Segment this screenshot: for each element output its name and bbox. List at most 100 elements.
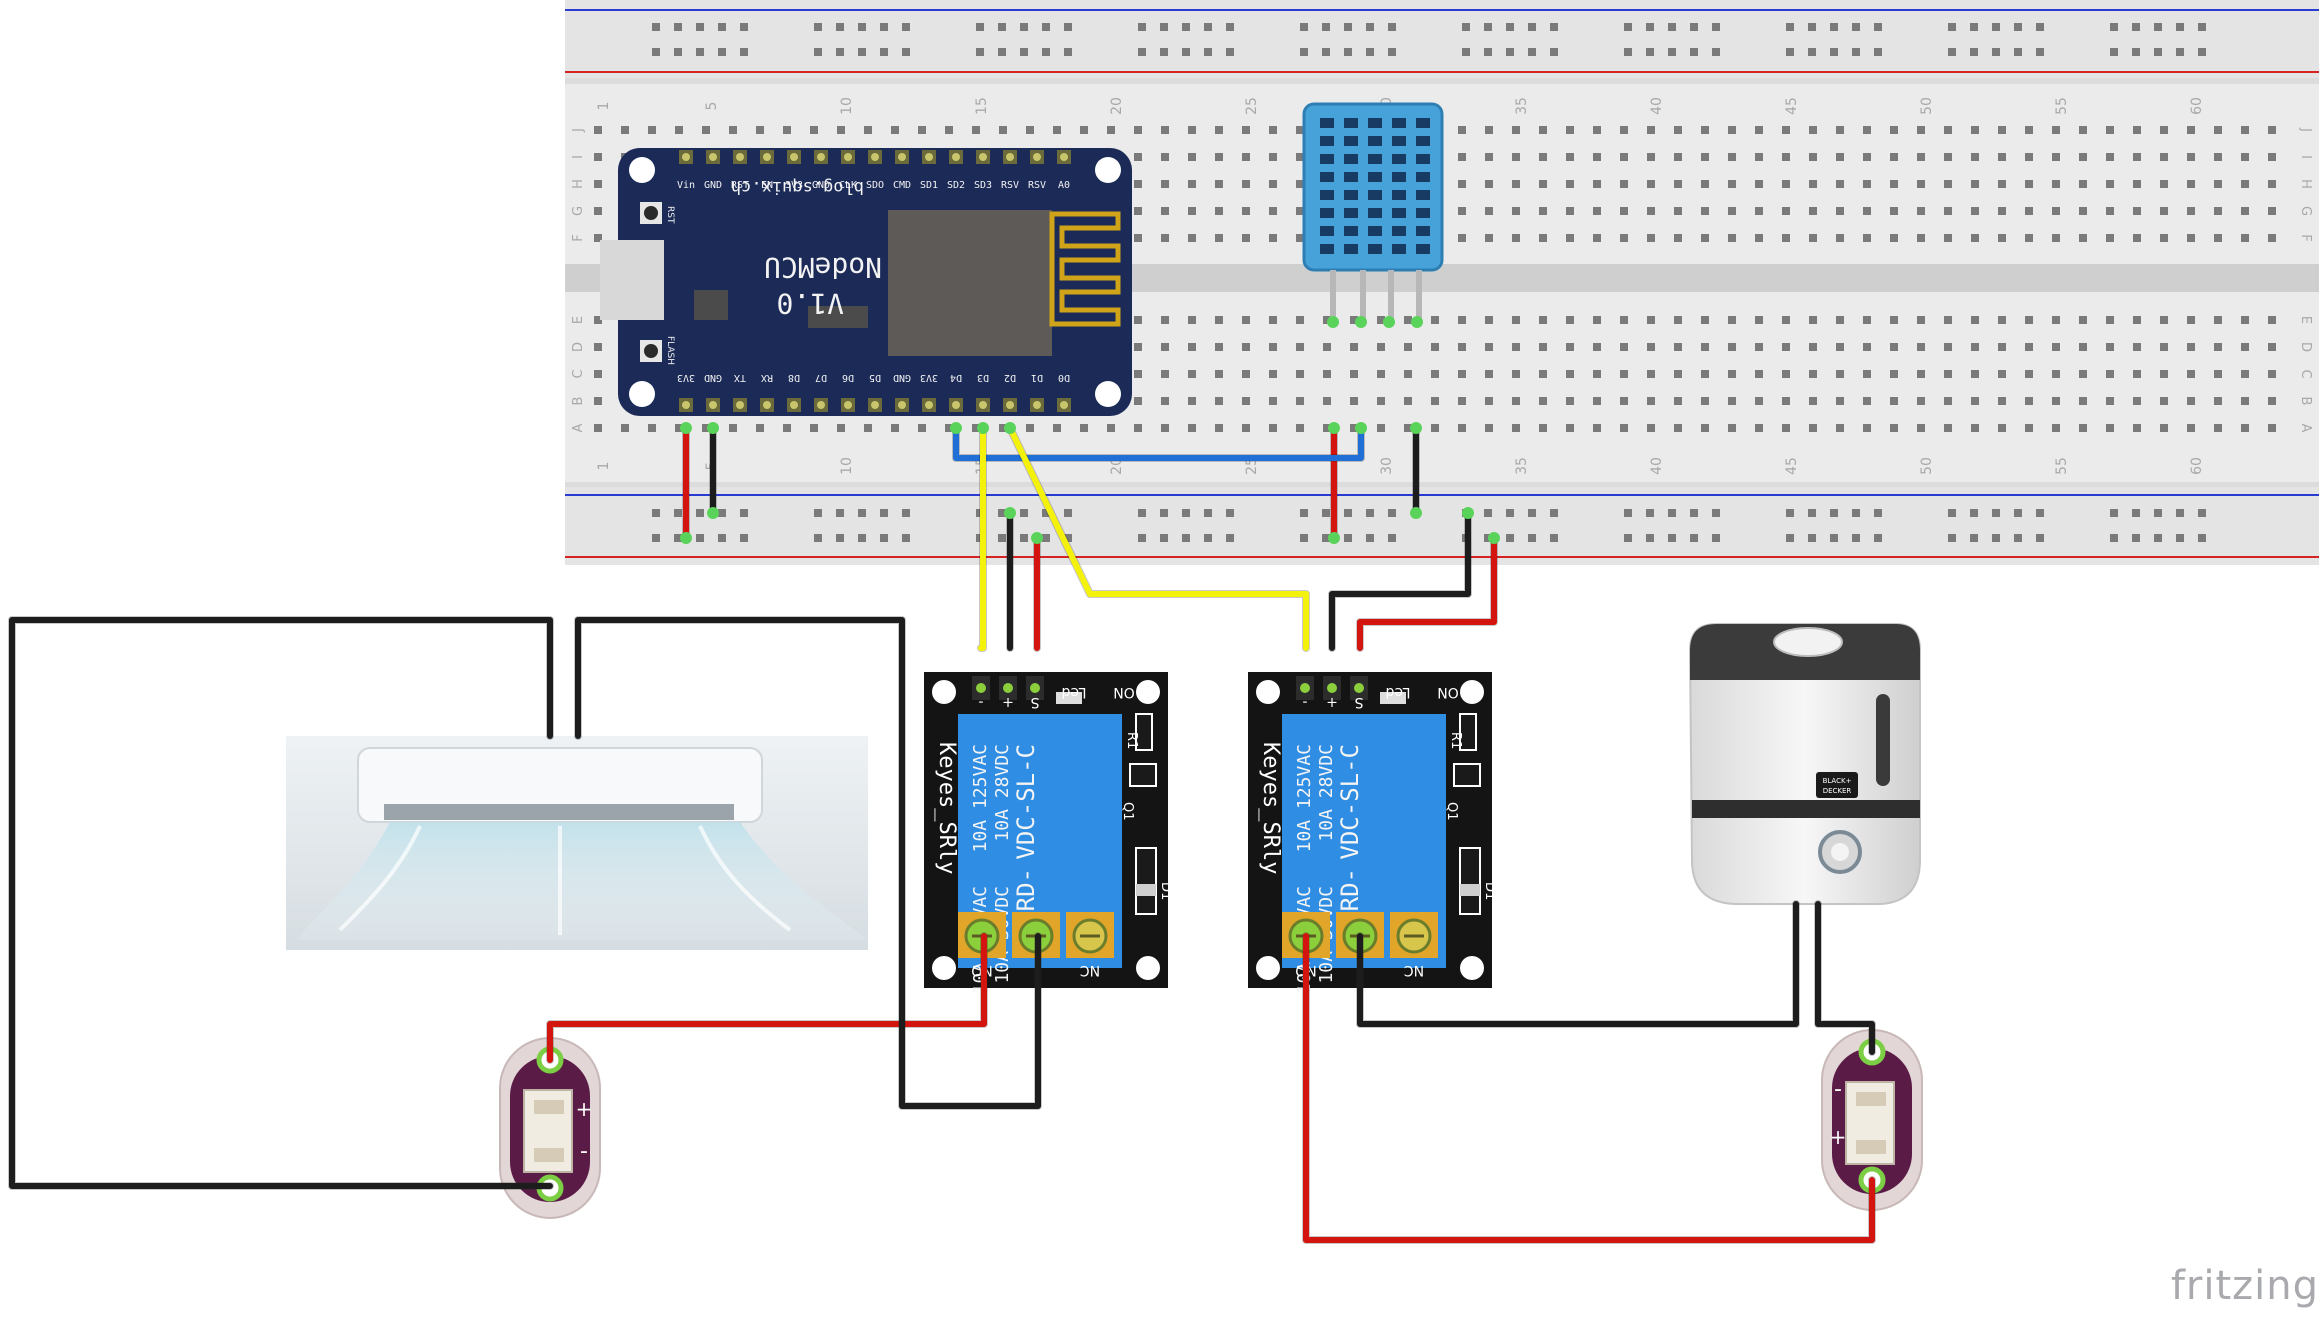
rail-hole bbox=[2132, 534, 2140, 542]
breadboard-hole bbox=[1674, 370, 1682, 378]
header-pin-dot bbox=[898, 401, 906, 409]
breadboard-hole bbox=[1863, 370, 1871, 378]
water-window bbox=[1876, 694, 1890, 786]
breadboard-hole bbox=[2187, 234, 2195, 242]
breadboard-hole bbox=[1458, 234, 1466, 242]
breadboard-hole bbox=[1998, 397, 2006, 405]
rail-hole bbox=[1344, 48, 1352, 56]
breadboard-hole bbox=[1971, 207, 1979, 215]
pin-label: Vin bbox=[677, 180, 695, 191]
rail-hole bbox=[1462, 23, 1470, 31]
breadboard-hole bbox=[1296, 424, 1304, 432]
breadboard-hole bbox=[2079, 316, 2087, 324]
rail-hole bbox=[1528, 509, 1536, 517]
breadboard-hole bbox=[1377, 370, 1385, 378]
breadboard-hole bbox=[1728, 343, 1736, 351]
breadboard-hole bbox=[1917, 397, 1925, 405]
mount-hole bbox=[629, 381, 655, 407]
rail-hole bbox=[1506, 509, 1514, 517]
breadboard-hole bbox=[1944, 424, 1952, 432]
pin-label: A0 bbox=[1058, 180, 1070, 191]
column-number: 15 bbox=[974, 97, 990, 115]
dht-vent bbox=[1344, 226, 1358, 236]
column-number: 50 bbox=[1919, 457, 1935, 475]
rail-hole bbox=[1064, 509, 1072, 517]
rail-hole bbox=[674, 23, 682, 31]
rail-hole bbox=[1322, 509, 1330, 517]
breadboard-hole bbox=[1215, 370, 1223, 378]
dht-vent bbox=[1368, 136, 1382, 146]
breadboard-hole bbox=[2106, 343, 2114, 351]
breadboard-hole bbox=[1674, 126, 1682, 134]
pin-label: RSV bbox=[1028, 180, 1046, 191]
rail-hole bbox=[1042, 23, 1050, 31]
breadboard-hole bbox=[2160, 316, 2168, 324]
breadboard-hole bbox=[1512, 370, 1520, 378]
breadboard-hole bbox=[2106, 126, 2114, 134]
breadboard-hole bbox=[1863, 316, 1871, 324]
breadboard-hole bbox=[2079, 207, 2087, 215]
column-number: 60 bbox=[2189, 97, 2205, 115]
breadboard-hole bbox=[2241, 343, 2249, 351]
breadboard-hole bbox=[1809, 316, 1817, 324]
rail-hole bbox=[2132, 509, 2140, 517]
rail-hole bbox=[1550, 23, 1558, 31]
led-label: Led bbox=[1385, 684, 1410, 700]
breadboard-hole bbox=[1755, 153, 1763, 161]
rail-hole bbox=[2110, 48, 2118, 56]
breadboard-hole bbox=[1269, 316, 1277, 324]
column-number: 25 bbox=[1244, 97, 1260, 115]
sensor-pin-dot bbox=[1355, 316, 1367, 328]
rail-hole bbox=[718, 509, 726, 517]
breadboard-hole bbox=[1782, 370, 1790, 378]
breadboard-hole bbox=[1890, 207, 1898, 215]
breadboard-hole bbox=[1809, 397, 1817, 405]
breadboard-hole bbox=[2241, 180, 2249, 188]
rail-hole bbox=[1970, 48, 1978, 56]
breadboard-hole bbox=[2106, 180, 2114, 188]
breadboard-hole bbox=[1755, 343, 1763, 351]
breadboard-hole bbox=[1728, 424, 1736, 432]
pin-label: 3V3 bbox=[920, 372, 938, 383]
breadboard-hole bbox=[1593, 153, 1601, 161]
breadboard-hole bbox=[1323, 316, 1331, 324]
dht-vent bbox=[1416, 226, 1430, 236]
column-number: 55 bbox=[2054, 97, 2070, 115]
breadboard-hole bbox=[1458, 153, 1466, 161]
relay-pin-dot bbox=[1030, 683, 1040, 693]
pin-label: RX bbox=[761, 372, 773, 383]
rail-hole bbox=[2176, 48, 2184, 56]
column-number: 10 bbox=[839, 97, 855, 115]
rail-hole bbox=[718, 48, 726, 56]
dht-vent bbox=[1392, 190, 1406, 200]
rail-hole bbox=[1388, 48, 1396, 56]
rail-hole bbox=[674, 534, 682, 542]
breadboard-hole bbox=[1404, 343, 1412, 351]
breadboard-hole bbox=[2268, 153, 2276, 161]
rail-hole bbox=[1528, 534, 1536, 542]
breadboard-hole bbox=[1269, 370, 1277, 378]
breadboard-hole bbox=[1620, 234, 1628, 242]
breadboard-hole bbox=[1836, 207, 1844, 215]
breadboard-hole bbox=[1971, 370, 1979, 378]
rail-hole bbox=[2176, 23, 2184, 31]
breadboard-hole bbox=[1539, 126, 1547, 134]
breadboard-hole bbox=[1161, 180, 1169, 188]
breadboard-hole bbox=[1485, 234, 1493, 242]
breadboard-hole bbox=[1593, 316, 1601, 324]
pin-label: 3V3 bbox=[785, 180, 803, 191]
breadboard-hole bbox=[2079, 126, 2087, 134]
breadboard-hole bbox=[2160, 207, 2168, 215]
row-label: C bbox=[571, 369, 586, 378]
rail-hole bbox=[902, 48, 910, 56]
rail-hole bbox=[696, 23, 704, 31]
breadboard-hole bbox=[1161, 126, 1169, 134]
mount-hole bbox=[1460, 956, 1484, 980]
column-number: 35 bbox=[1514, 97, 1530, 115]
dht-vent bbox=[1344, 154, 1358, 164]
pin-label: SDO bbox=[866, 180, 884, 191]
breadboard-hole bbox=[2241, 370, 2249, 378]
dht-vent bbox=[1320, 244, 1334, 254]
breadboard-hole bbox=[1755, 234, 1763, 242]
